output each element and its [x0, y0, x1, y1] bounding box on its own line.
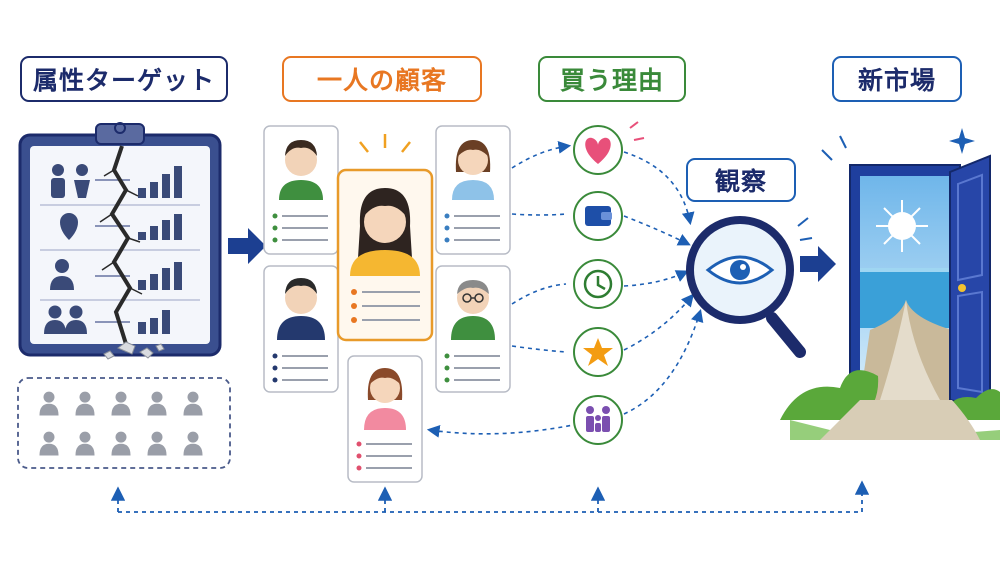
- customer-card-4: [435, 265, 511, 393]
- customer-card-5: [347, 355, 423, 483]
- clipboard: [18, 122, 222, 360]
- anonymous-people-box: [17, 377, 231, 469]
- reason-wallet: [573, 191, 623, 241]
- label-buying-reason: 買う理由: [538, 56, 686, 102]
- customer-card-featured: [336, 134, 434, 342]
- label-observation: 観察: [686, 158, 796, 202]
- reason-family: [573, 395, 623, 445]
- label-new-market: 新市場: [832, 56, 962, 102]
- reason-heart: [573, 121, 645, 175]
- customer-card-3: [435, 125, 511, 255]
- label-attribute-target: 属性ターゲット: [20, 56, 228, 102]
- arrow-right-icon-2: [800, 246, 836, 282]
- label-single-customer: 一人の顧客: [282, 56, 482, 102]
- customer-card-2: [263, 265, 339, 393]
- reason-clock: [573, 259, 623, 309]
- door-scene: [780, 128, 1000, 440]
- customer-card-1: [263, 125, 339, 255]
- arrow-right-icon: [228, 228, 266, 264]
- reason-star: [573, 327, 623, 377]
- feedback-loop: [110, 480, 870, 513]
- magnifier-eye-icon: [686, 216, 813, 358]
